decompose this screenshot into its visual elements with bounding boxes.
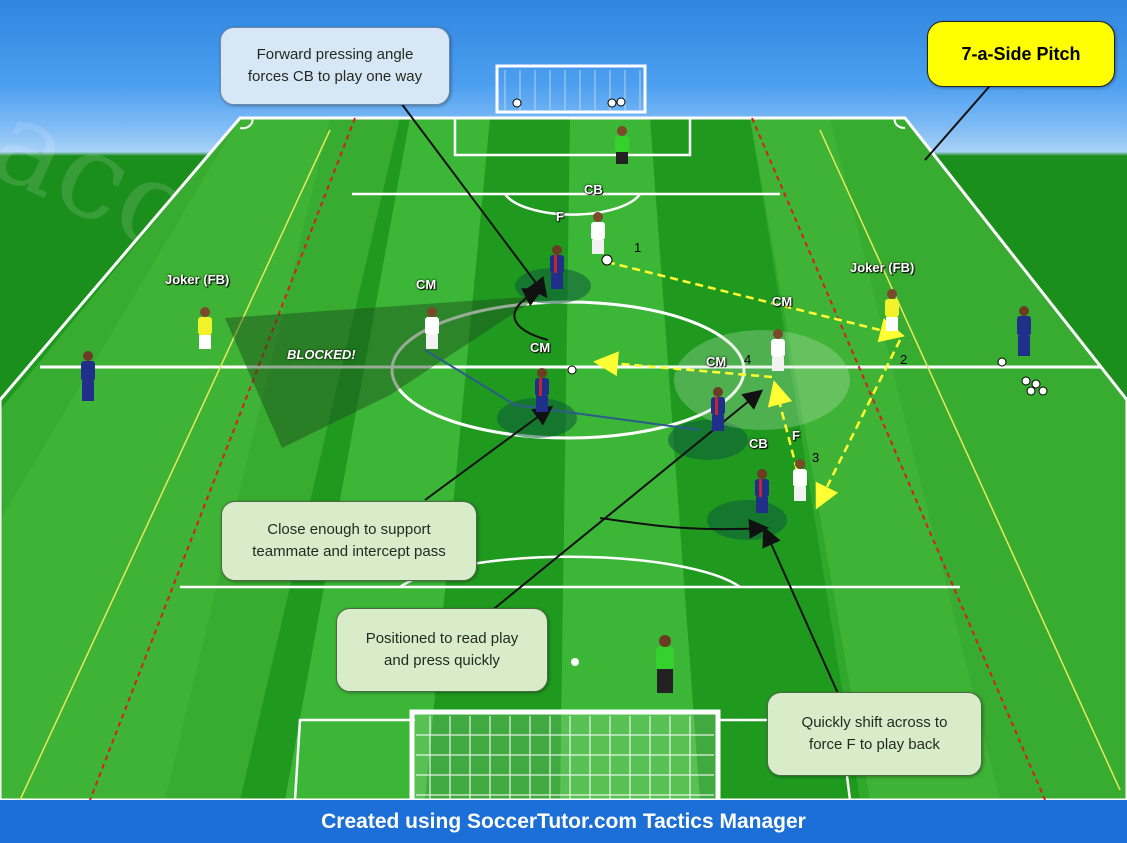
pass-number: 4 xyxy=(744,352,751,367)
label-cm-right-mid: CM xyxy=(706,354,726,369)
label-cb-top: CB xyxy=(584,182,603,197)
pass-number: 1 xyxy=(634,240,641,255)
callout-forward-pressing: Forward pressing angle forces CB to play… xyxy=(220,27,450,105)
blocked-label: BLOCKED! xyxy=(287,347,356,362)
callout-close-enough: Close enough to support teammate and int… xyxy=(221,501,477,581)
callout-positioned: Positioned to read play and press quickl… xyxy=(336,608,548,692)
label-cm-center: CM xyxy=(530,340,550,355)
label-f-mid: F xyxy=(792,428,800,443)
callout-quickly-shift: Quickly shift across to force F to play … xyxy=(767,692,982,776)
pass-number: 2 xyxy=(900,352,907,367)
top-goal xyxy=(497,66,645,112)
label-joker-left: Joker (FB) xyxy=(165,272,229,287)
pressure-zone xyxy=(707,500,787,540)
goalkeeper xyxy=(615,126,629,164)
label-cm-left: CM xyxy=(416,277,436,292)
pass-number: 3 xyxy=(812,450,819,465)
title-callout: 7-a-Side Pitch xyxy=(927,21,1115,87)
highlight-zone xyxy=(674,330,850,430)
label-cm-right-top: CM xyxy=(772,294,792,309)
label-joker-right: Joker (FB) xyxy=(850,260,914,275)
bottom-goal xyxy=(412,712,718,812)
label-cb-mid: CB xyxy=(749,436,768,451)
label-f-top: F xyxy=(556,209,564,224)
footer-credit: Created using SoccerTutor.com Tactics Ma… xyxy=(0,800,1127,843)
